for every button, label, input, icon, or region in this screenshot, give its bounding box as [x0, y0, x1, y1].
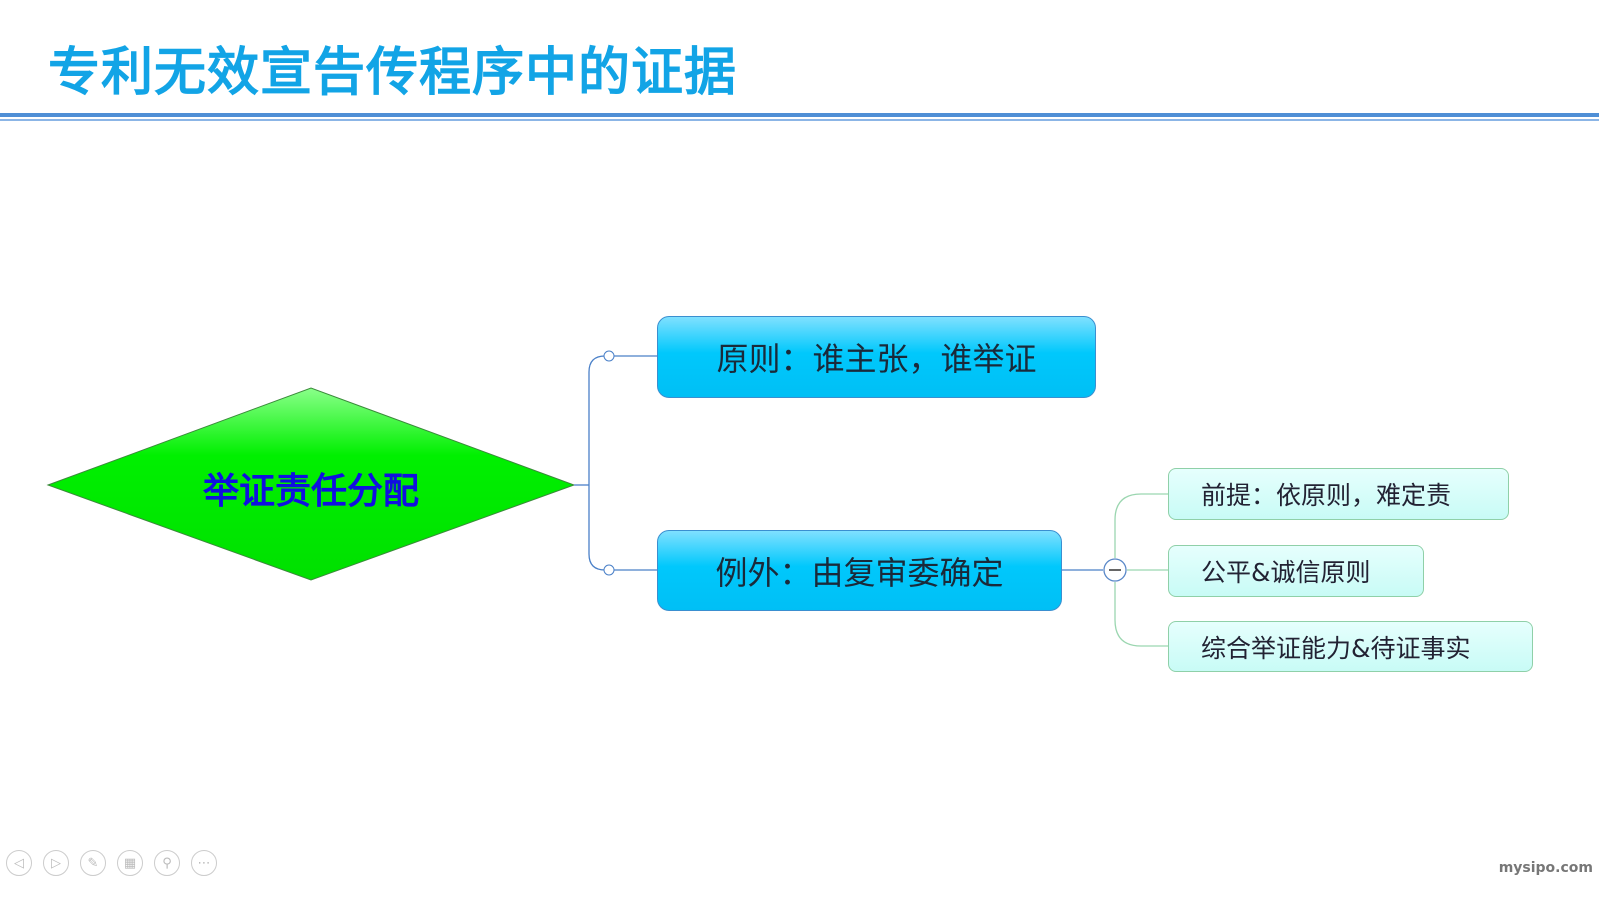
- branch-exception[interactable]: 例外：由复审委确定: [657, 530, 1062, 611]
- watermark: mysipo.com: [1498, 860, 1593, 876]
- node-dot-2: [603, 564, 615, 576]
- branch-label: 例外：由复审委确定: [715, 553, 1004, 592]
- sub-node[interactable]: 综合举证能力&待证事实: [1168, 621, 1533, 672]
- collapse-icon[interactable]: [1103, 558, 1127, 582]
- connector-branch-2: [588, 485, 657, 571]
- title-divider-thin: [0, 119, 1599, 121]
- sub-node-label: 公平&诚信原则: [1201, 558, 1371, 587]
- sub-node[interactable]: 前提：依原则，难定责: [1168, 468, 1509, 520]
- sub-node-label: 综合举证能力&待证事实: [1201, 633, 1471, 663]
- more-icon[interactable]: ⋯: [191, 850, 217, 876]
- sub-node[interactable]: 公平&诚信原则: [1168, 545, 1424, 597]
- root-node-label: 举证责任分配: [202, 471, 419, 512]
- sub-node-label: 前提：依原则，难定责: [1201, 481, 1452, 510]
- connector-branch-1: [588, 355, 657, 485]
- prev-icon[interactable]: ◁: [6, 850, 32, 876]
- branch-principle[interactable]: 原则：谁主张，谁举证: [657, 316, 1096, 398]
- next-icon[interactable]: ▷: [43, 850, 69, 876]
- page-title: 专利无效宣告传程序中的证据: [48, 43, 738, 103]
- node-dot-1: [603, 350, 615, 362]
- zoom-icon[interactable]: ⚲: [154, 850, 180, 876]
- branch-label: 原则：谁主张，谁举证: [716, 340, 1037, 378]
- slides-icon[interactable]: ▦: [117, 850, 143, 876]
- title-divider: [0, 113, 1599, 117]
- pen-icon[interactable]: ✎: [80, 850, 106, 876]
